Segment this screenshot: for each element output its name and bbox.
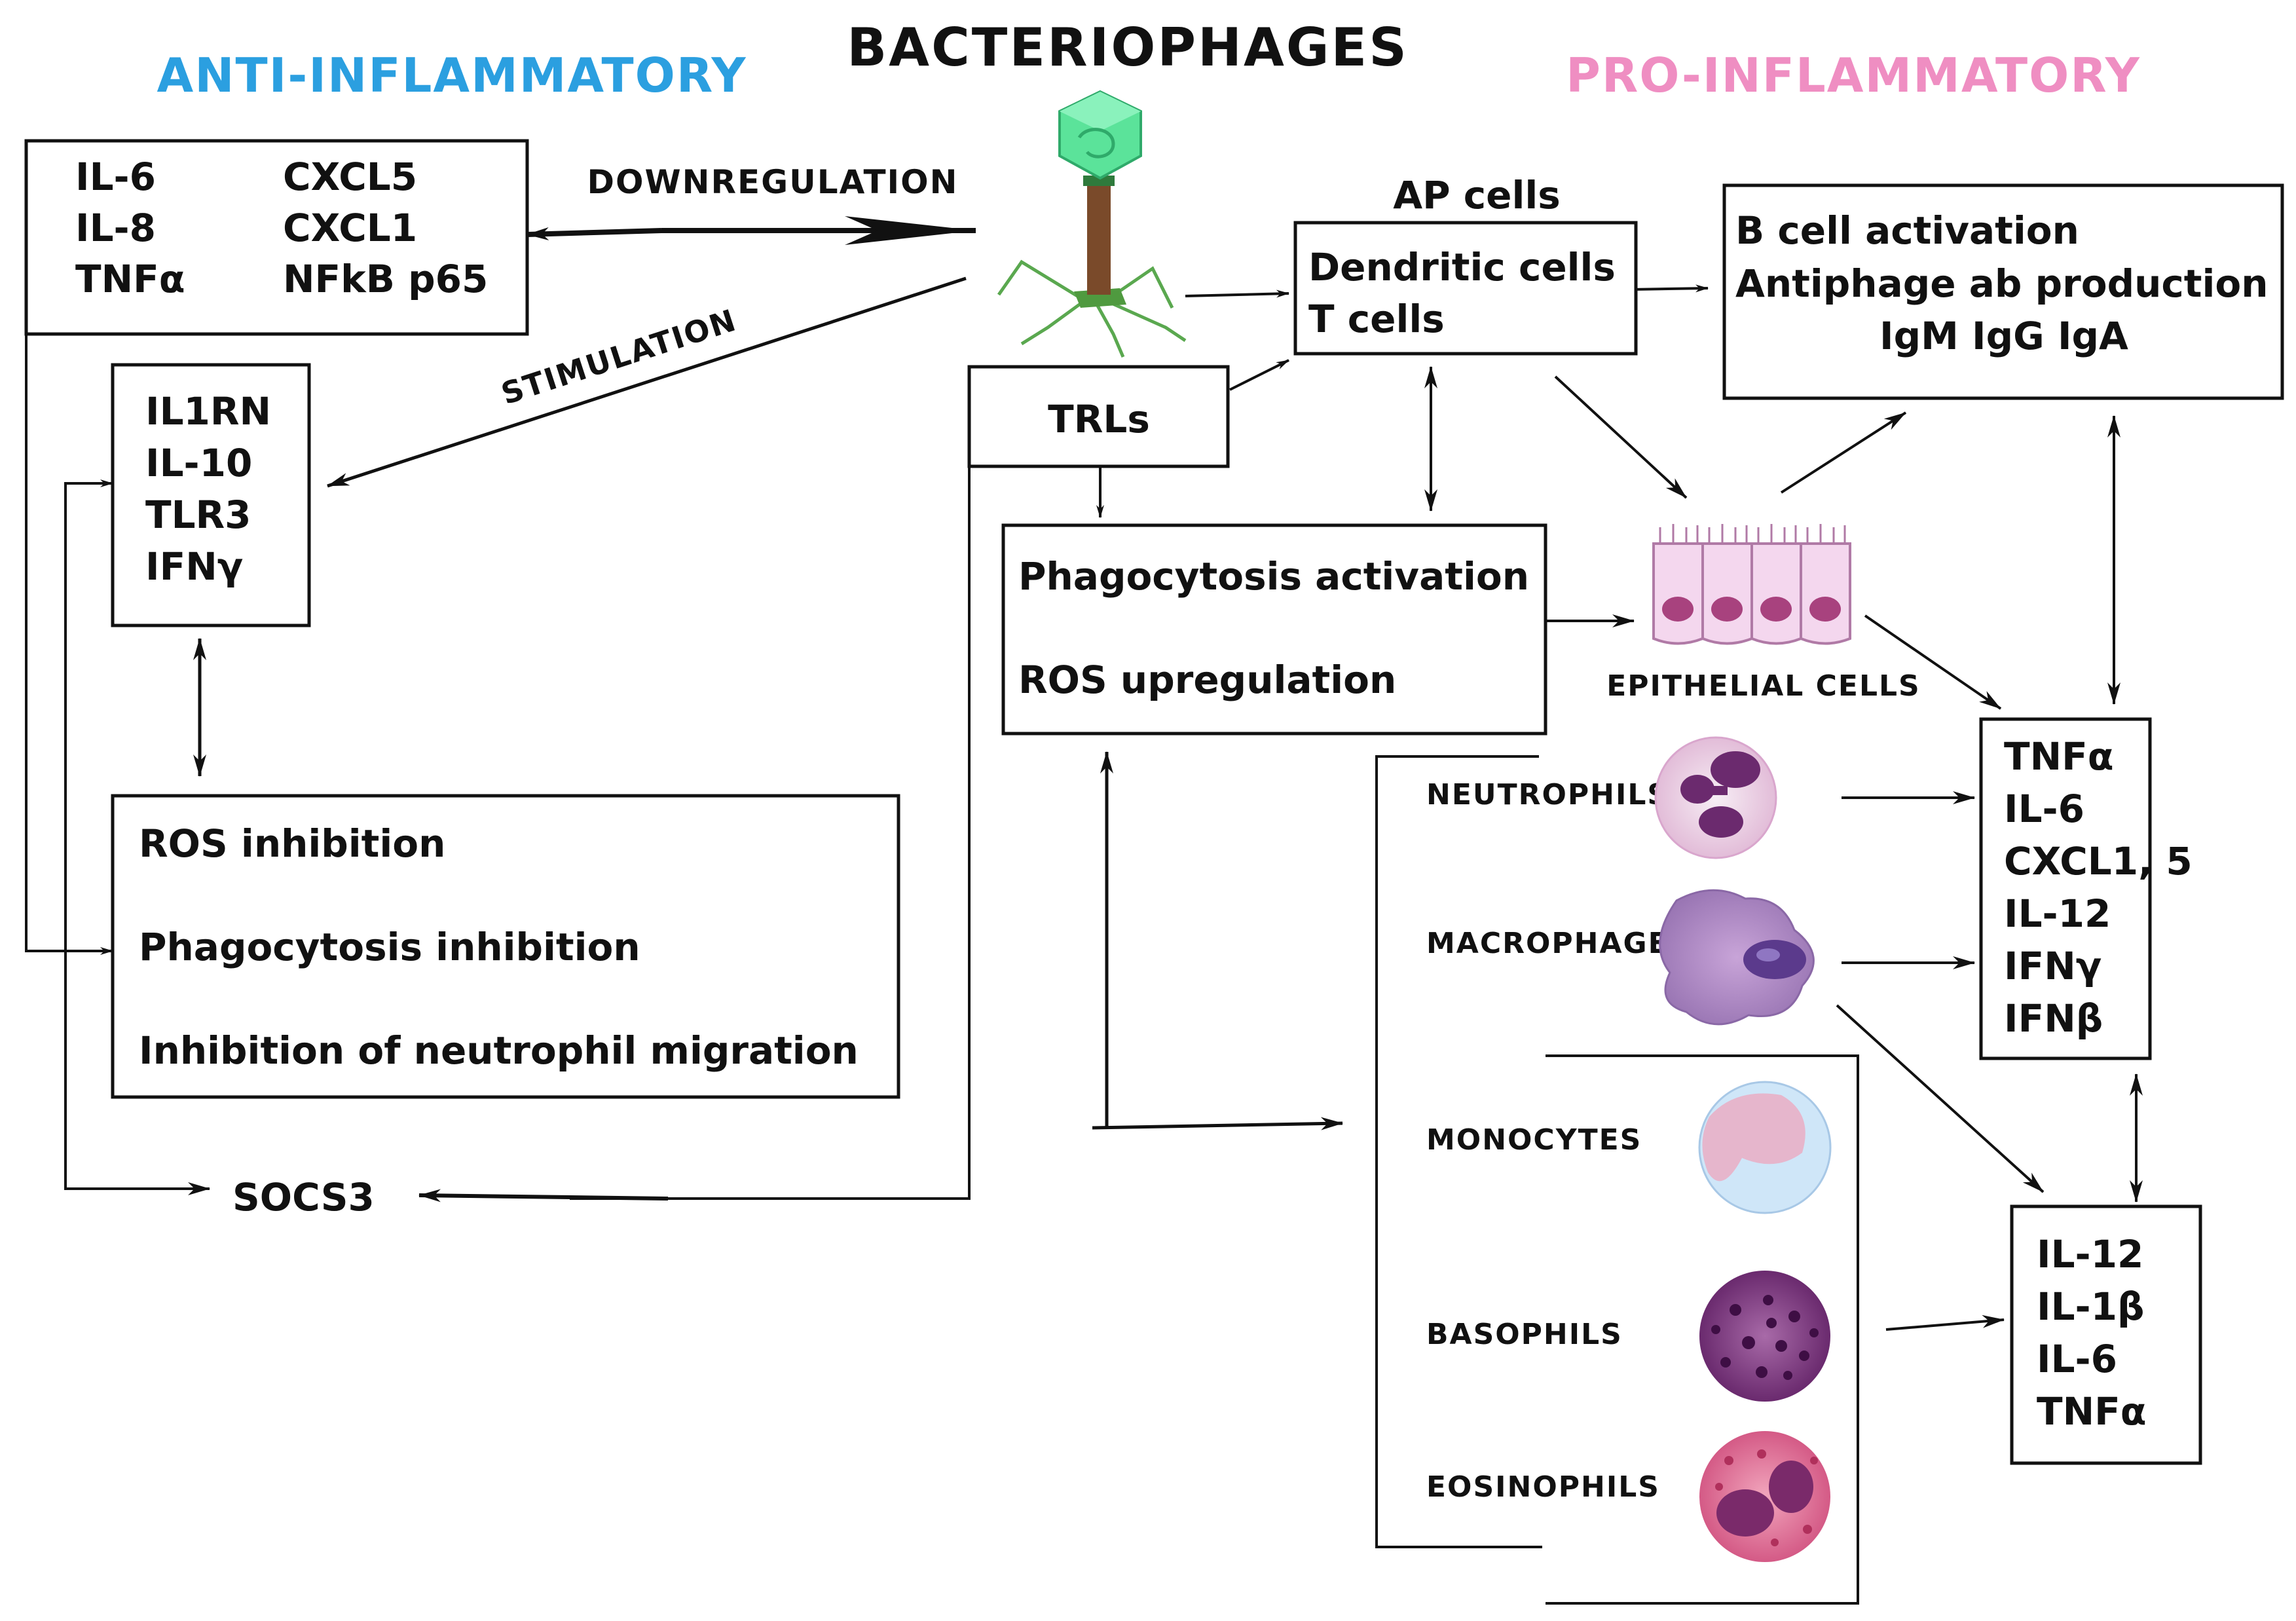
monocyte-icon <box>1698 1081 1832 1214</box>
cell-label: BASOPHILS <box>1426 1318 1623 1351</box>
cell-label: MACROPHAGES <box>1426 927 1691 960</box>
epithelial-cells-icon <box>1652 524 1851 645</box>
neutrophil-icon <box>1654 736 1777 859</box>
downregulation-label: DOWNREGULATION <box>587 163 958 201</box>
cytokines-box-2 <box>2010 1204 2202 1465</box>
stimulated-item: TLR3 <box>145 493 251 537</box>
phagocytosis-box <box>1001 523 1547 736</box>
inhibition-item: Inhibition of neutrophil migration <box>139 1028 859 1073</box>
b-cell-item: IgM IgG IgA <box>1879 314 2128 358</box>
inhibition-box <box>111 794 900 1099</box>
downregulated-item: IL-6 <box>75 155 156 199</box>
phagocytosis-item: ROS upregulation <box>1018 658 1396 702</box>
downregulated-item: TNFα <box>75 257 185 301</box>
macrophage-icon <box>1659 889 1815 1026</box>
cytokine-item: IL-6 <box>2037 1337 2117 1381</box>
stimulated-item: IL1RN <box>145 389 271 434</box>
trls-box <box>967 365 1230 468</box>
downregulated-item: IL-8 <box>75 206 156 250</box>
cytokine-item: IFNβ <box>2004 996 2103 1041</box>
b-cell-item: Antiphage ab production <box>1735 261 2268 306</box>
trls-label: TRLs <box>1048 397 1150 441</box>
cytokine-item: IL-1β <box>2037 1284 2144 1329</box>
diagram-title: BACTERIOPHAGES <box>847 17 1409 78</box>
downregulated-item: CXCL5 <box>283 155 417 199</box>
cell-label: NEUTROPHILS <box>1426 778 1669 811</box>
b-cell-box <box>1722 183 2284 400</box>
stimulation-arrow <box>327 276 967 488</box>
epithelial-cells-label: EPITHELIAL CELLS <box>1606 669 1921 703</box>
stimulated-box <box>111 363 311 627</box>
cytokine-item: IL-12 <box>2037 1232 2143 1276</box>
pro-inflammatory-header: PRO-INFLAMMATORY <box>1566 48 2141 103</box>
stimulated-item: IL-10 <box>145 441 252 485</box>
cytokine-item: TNFα <box>2037 1389 2147 1434</box>
stimulation-label: STIMULATION <box>497 302 741 411</box>
inhibition-item: ROS inhibition <box>139 821 445 866</box>
cytokines-box-1 <box>1979 717 2152 1060</box>
ap-cells-title: AP cells <box>1393 173 1561 217</box>
cytokine-item: IL-12 <box>2004 891 2111 936</box>
socs3-label: SOCS3 <box>232 1175 375 1220</box>
cytokine-item: IFNγ <box>2004 944 2102 988</box>
ap-cells-box <box>1293 221 1638 356</box>
inhibition-item: Phagocytosis inhibition <box>139 925 640 969</box>
bacteriophage-icon <box>997 90 1187 358</box>
ap-cells-item: Dendritic cells <box>1308 245 1616 289</box>
downregulated-item: NFkB p65 <box>283 257 488 301</box>
downregulated-item: CXCL1 <box>283 206 417 250</box>
cell-label: MONOCYTES <box>1426 1123 1642 1157</box>
basophil-icon <box>1699 1271 1830 1402</box>
cytokine-item: IL-6 <box>2004 787 2084 831</box>
b-cell-item: B cell activation <box>1735 208 2079 253</box>
downregulated-box <box>24 139 529 336</box>
ap-cells-item: T cells <box>1308 297 1445 341</box>
stimulated-item: IFNγ <box>145 544 243 589</box>
anti-inflammatory-header: ANTI-INFLAMMATORY <box>157 48 747 103</box>
phagocytosis-item: Phagocytosis activation <box>1018 554 1529 599</box>
cytokine-item: TNFα <box>2004 734 2114 779</box>
eosinophil-icon <box>1699 1431 1830 1562</box>
cell-label: EOSINOPHILS <box>1426 1470 1660 1504</box>
cytokine-item: CXCL1, 5 <box>2004 839 2193 884</box>
